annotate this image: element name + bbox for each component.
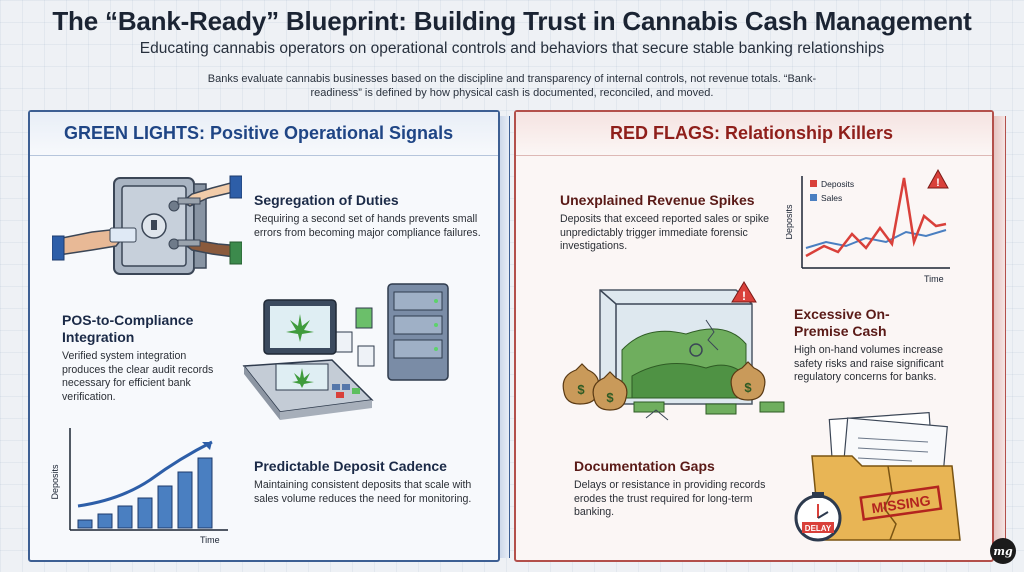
red-spike-chart: Deposits Sales ! Deposits Time — [786, 168, 950, 284]
missing-folder-illustration: MISSING DELAY — [794, 412, 961, 542]
cash-vault-illustration: ! $ $ $ — [562, 281, 785, 421]
pos-integration-item: POS-to-Compliance Integration Verified s… — [62, 312, 232, 404]
deposit-cadence-item: Predictable Deposit Cadence Maintaining … — [254, 458, 486, 506]
red-chart-ylabel: Deposits — [786, 204, 794, 240]
revenue-spikes-title: Unexplained Revenue Spikes — [560, 192, 755, 208]
growth-bar — [77, 519, 93, 529]
on-premise-cash-body: High on-hand volumes increase safety ris… — [794, 344, 944, 383]
legend-sales-label: Sales — [821, 193, 842, 203]
svg-text:$: $ — [577, 382, 585, 397]
documentation-gaps-body: Delays or resistance in providing record… — [574, 479, 766, 518]
page-subtitle: Educating cannabis operators on operatio… — [139, 40, 885, 57]
growth-bar — [157, 485, 173, 529]
growth-bar — [197, 457, 213, 529]
green-lights-panel: GREEN LIGHTS: Positive Operational Signa… — [28, 110, 500, 562]
documentation-gaps-item: Documentation Gaps Delays or resistance … — [574, 458, 788, 520]
deposit-cadence-title: Predictable Deposit Cadence — [254, 458, 447, 474]
vault-hands-illustration — [52, 175, 242, 275]
red-chart-xlabel: Time — [924, 274, 944, 284]
segregation-of-duties-body: Requiring a second set of hands prevents… — [254, 213, 481, 239]
segregation-of-duties-title: Segregation of Duties — [254, 192, 399, 208]
green-deposit-chart: Deposits Time — [50, 428, 228, 545]
segregation-of-duties-item: Segregation of Duties Requiring a second… — [254, 192, 486, 240]
page-title: The “Bank-Ready” Blueprint: Building Tru… — [52, 6, 972, 36]
mg-logo: mg — [990, 538, 1016, 564]
green-panel-edge — [498, 116, 510, 558]
growth-bar — [137, 497, 153, 529]
delay-label: DELAY — [805, 524, 832, 533]
svg-text:!: ! — [742, 289, 746, 303]
pos-server-illustration — [242, 283, 449, 420]
legend-deposits-swatch — [810, 180, 817, 187]
deposit-cadence-body: Maintaining consistent deposits that sca… — [254, 479, 472, 505]
red-panel-edge — [994, 116, 1006, 558]
documentation-gaps-title: Documentation Gaps — [574, 458, 715, 474]
legend-sales-swatch — [810, 194, 817, 201]
on-premise-cash-title: Excessive On-Premise Cash — [794, 306, 890, 339]
green-chart-xlabel: Time — [200, 535, 220, 545]
svg-text:$: $ — [606, 390, 614, 405]
green-chart-ylabel: Deposits — [50, 464, 60, 500]
green-panel-header: GREEN LIGHTS: Positive Operational Signa… — [30, 112, 498, 156]
growth-bar — [177, 471, 193, 529]
intro-text: Banks evaluate cannabis businesses based… — [207, 73, 817, 99]
pos-integration-body: Verified system integration produces the… — [62, 350, 214, 403]
red-flags-panel: RED FLAGS: Relationship Killers Unexplai… — [514, 110, 994, 562]
growth-bar — [117, 505, 133, 529]
svg-text:!: ! — [936, 177, 940, 189]
revenue-spikes-body: Deposits that exceed reported sales or s… — [560, 213, 770, 252]
on-premise-cash-item: Excessive On-Premise Cash High on-hand v… — [794, 306, 970, 385]
red-panel-header: RED FLAGS: Relationship Killers — [516, 112, 992, 156]
revenue-spikes-item: Unexplained Revenue Spikes Deposits that… — [560, 192, 778, 254]
svg-text:$: $ — [744, 380, 752, 395]
legend-deposits-label: Deposits — [821, 179, 854, 189]
growth-bar — [97, 513, 113, 529]
pos-integration-title: POS-to-Compliance Integration — [62, 312, 194, 345]
